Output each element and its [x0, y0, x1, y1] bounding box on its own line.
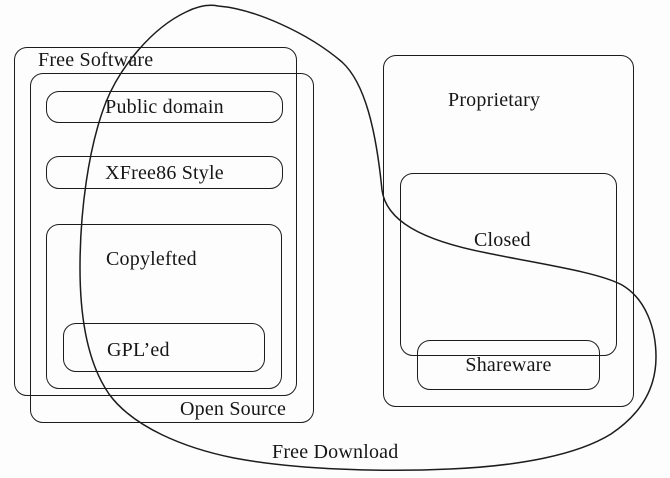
shareware-label: Shareware [465, 354, 552, 376]
free-download-label: Free Download [272, 441, 399, 463]
open-source-label: Open Source [180, 398, 287, 420]
free-software-label: Free Software [38, 49, 154, 71]
public-domain-region: Public domain [46, 91, 283, 123]
copylefted-label: Copylefted [106, 248, 197, 270]
gpl-label: GPL’ed [107, 339, 170, 361]
gpl-region: GPL’ed [63, 323, 265, 372]
xfree86-style-region: XFree86 Style [46, 156, 283, 189]
closed-region: Closed [400, 173, 617, 356]
xfree86-style-label: XFree86 Style [105, 161, 224, 184]
shareware-region: Shareware [417, 340, 600, 390]
public-domain-label: Public domain [105, 96, 224, 118]
proprietary-label: Proprietary [448, 89, 541, 111]
closed-label: Closed [474, 229, 531, 251]
